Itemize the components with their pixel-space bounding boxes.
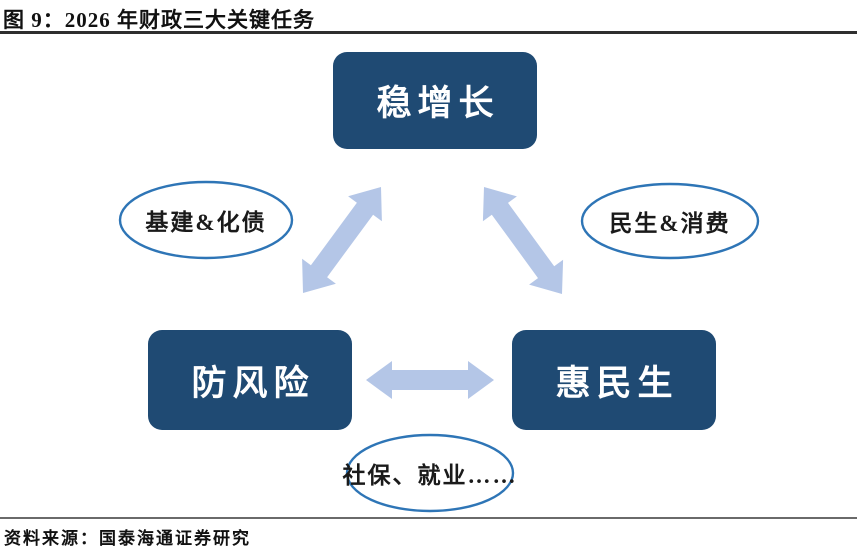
label-social-security-jobs: 社保、就业…… [320,435,540,511]
ellipse-label-text: 社保、就业…… [342,463,518,488]
title-underline [0,31,857,34]
ellipse-label-text: 基建&化债 [145,210,267,235]
node-prevent-risk: 防风险 [148,330,352,430]
ellipse-infrastructure-debt [118,180,294,260]
node-stabilize-growth: 稳增长 [333,52,537,149]
node-label: 防风险 [191,363,315,403]
ellipse-livelihood-consumption [580,182,760,260]
ellipse-label-text: 民生&消费 [609,211,731,236]
figure-source: 资料来源：国泰海通证券研究 [4,529,251,548]
figure-title: 图 9：2026 年财政三大关键任务 [3,8,315,32]
node-label: 稳增长 [376,84,500,123]
fiscal-tasks-diagram: 稳增长 防风险 惠民生 基建&化债 民生&消费 社保、就业…… [0,36,860,516]
node-label: 惠民生 [555,363,679,403]
source-divider [0,517,857,519]
label-livelihood-consumption: 民生&消费 [580,184,760,258]
ellipse-social-security-jobs [345,433,515,513]
diagram-canvas [118,180,760,513]
double-arrow-top-bottomleft [302,187,382,293]
label-infrastructure-debt: 基建&化债 [116,183,296,257]
double-arrow-top-bottomright [482,187,564,294]
node-benefit-livelihood: 惠民生 [512,330,716,430]
double-arrow-bottomleft-bottomright [366,361,494,399]
